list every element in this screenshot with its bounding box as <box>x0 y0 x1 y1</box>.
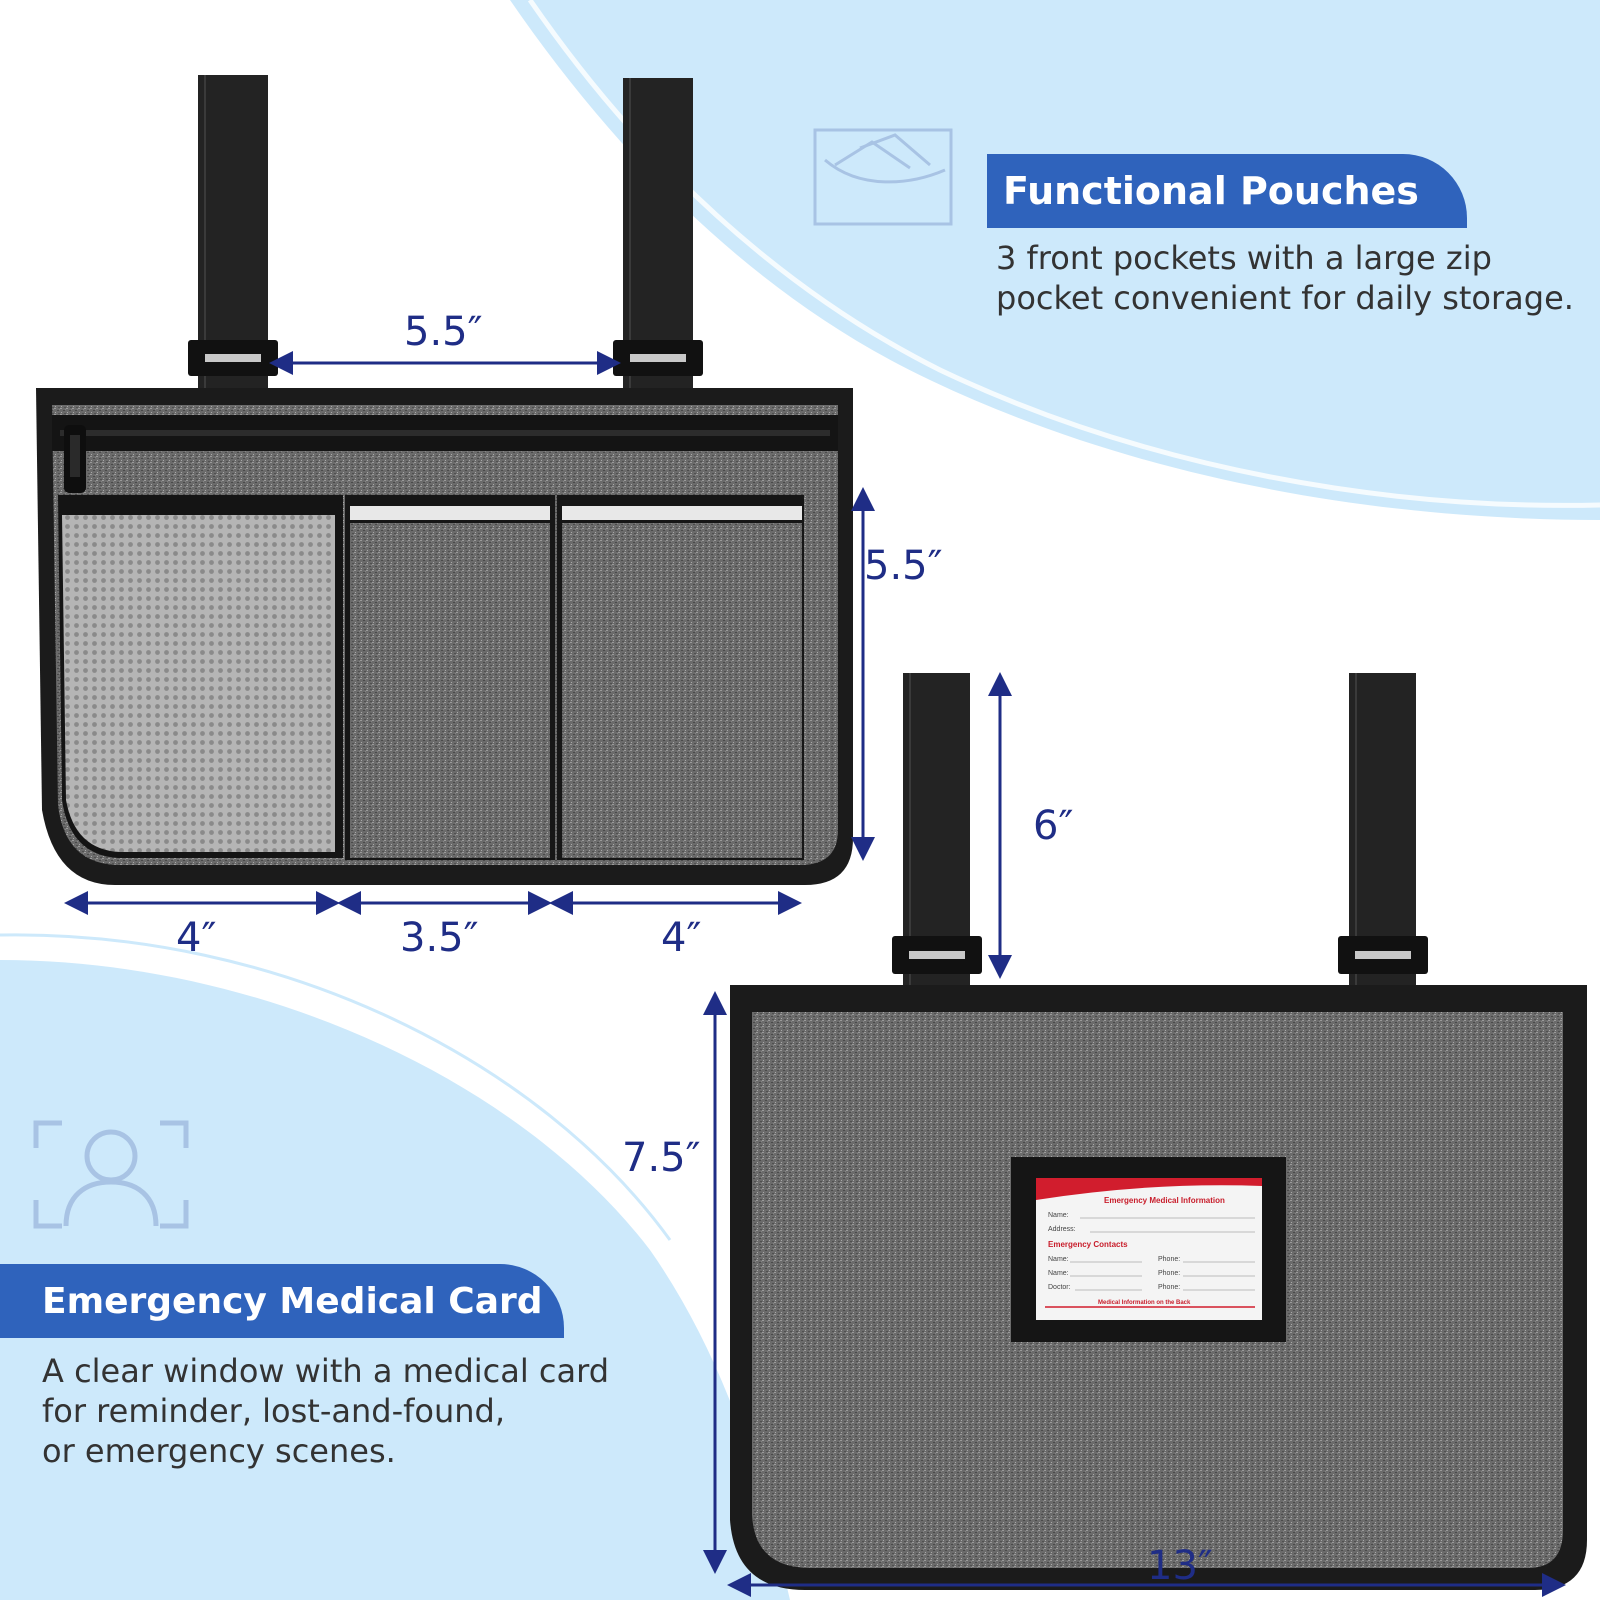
pouches-title: Functional Pouches <box>1003 169 1419 213</box>
card-contact-right: Phone: <box>1158 1256 1181 1263</box>
front-pocket-height-label: 5.5″ <box>864 543 943 589</box>
back-dimension-lines <box>703 672 1566 1597</box>
card-heading: Emergency Medical Information <box>1104 1196 1225 1205</box>
medical-card-title: Emergency Medical Card <box>42 1280 543 1322</box>
medical-card-title-banner: Emergency Medical Card <box>0 1264 564 1338</box>
card-contact-right: Phone: <box>1158 1284 1181 1291</box>
medical-card <box>1036 1178 1262 1320</box>
card-contact-left: Name: <box>1048 1270 1069 1277</box>
medical-card-description: A clear window with a medical card for r… <box>42 1352 610 1470</box>
top-right-wave <box>510 0 1600 520</box>
card-address-label: Address: <box>1048 1226 1076 1233</box>
back-bag <box>730 673 1587 1590</box>
card-name-label: Name: <box>1048 1212 1069 1219</box>
card-contact-left: Name: <box>1048 1256 1069 1263</box>
back-strap-length-label: 6″ <box>1033 803 1074 849</box>
person-frame-icon <box>33 1120 189 1229</box>
front-pocket-width-label: 3.5″ <box>400 915 479 961</box>
bottom-left-wave-edge <box>0 933 672 1241</box>
card-contact-left: Doctor: <box>1048 1284 1071 1291</box>
front-strap-spacing-label: 5.5″ <box>404 309 483 355</box>
pouches-title-banner: Functional Pouches <box>987 154 1467 228</box>
card-contacts-heading: Emergency Contacts <box>1048 1240 1128 1249</box>
card-contact-right: Phone: <box>1158 1270 1181 1277</box>
front-dimension-lines <box>64 351 875 915</box>
front-bag <box>36 75 853 885</box>
envelope-pocket-icon <box>813 128 953 226</box>
back-height-label: 7.5″ <box>622 1135 701 1181</box>
card-footer: Medical Information on the Back <box>1095 1300 1194 1306</box>
front-pocket-width-label: 4″ <box>176 915 217 961</box>
front-pocket-width-label: 4″ <box>661 915 702 961</box>
back-width-label: 13″ <box>1147 1543 1213 1589</box>
pouches-description: 3 front pockets with a large zip pocket … <box>996 239 1574 317</box>
